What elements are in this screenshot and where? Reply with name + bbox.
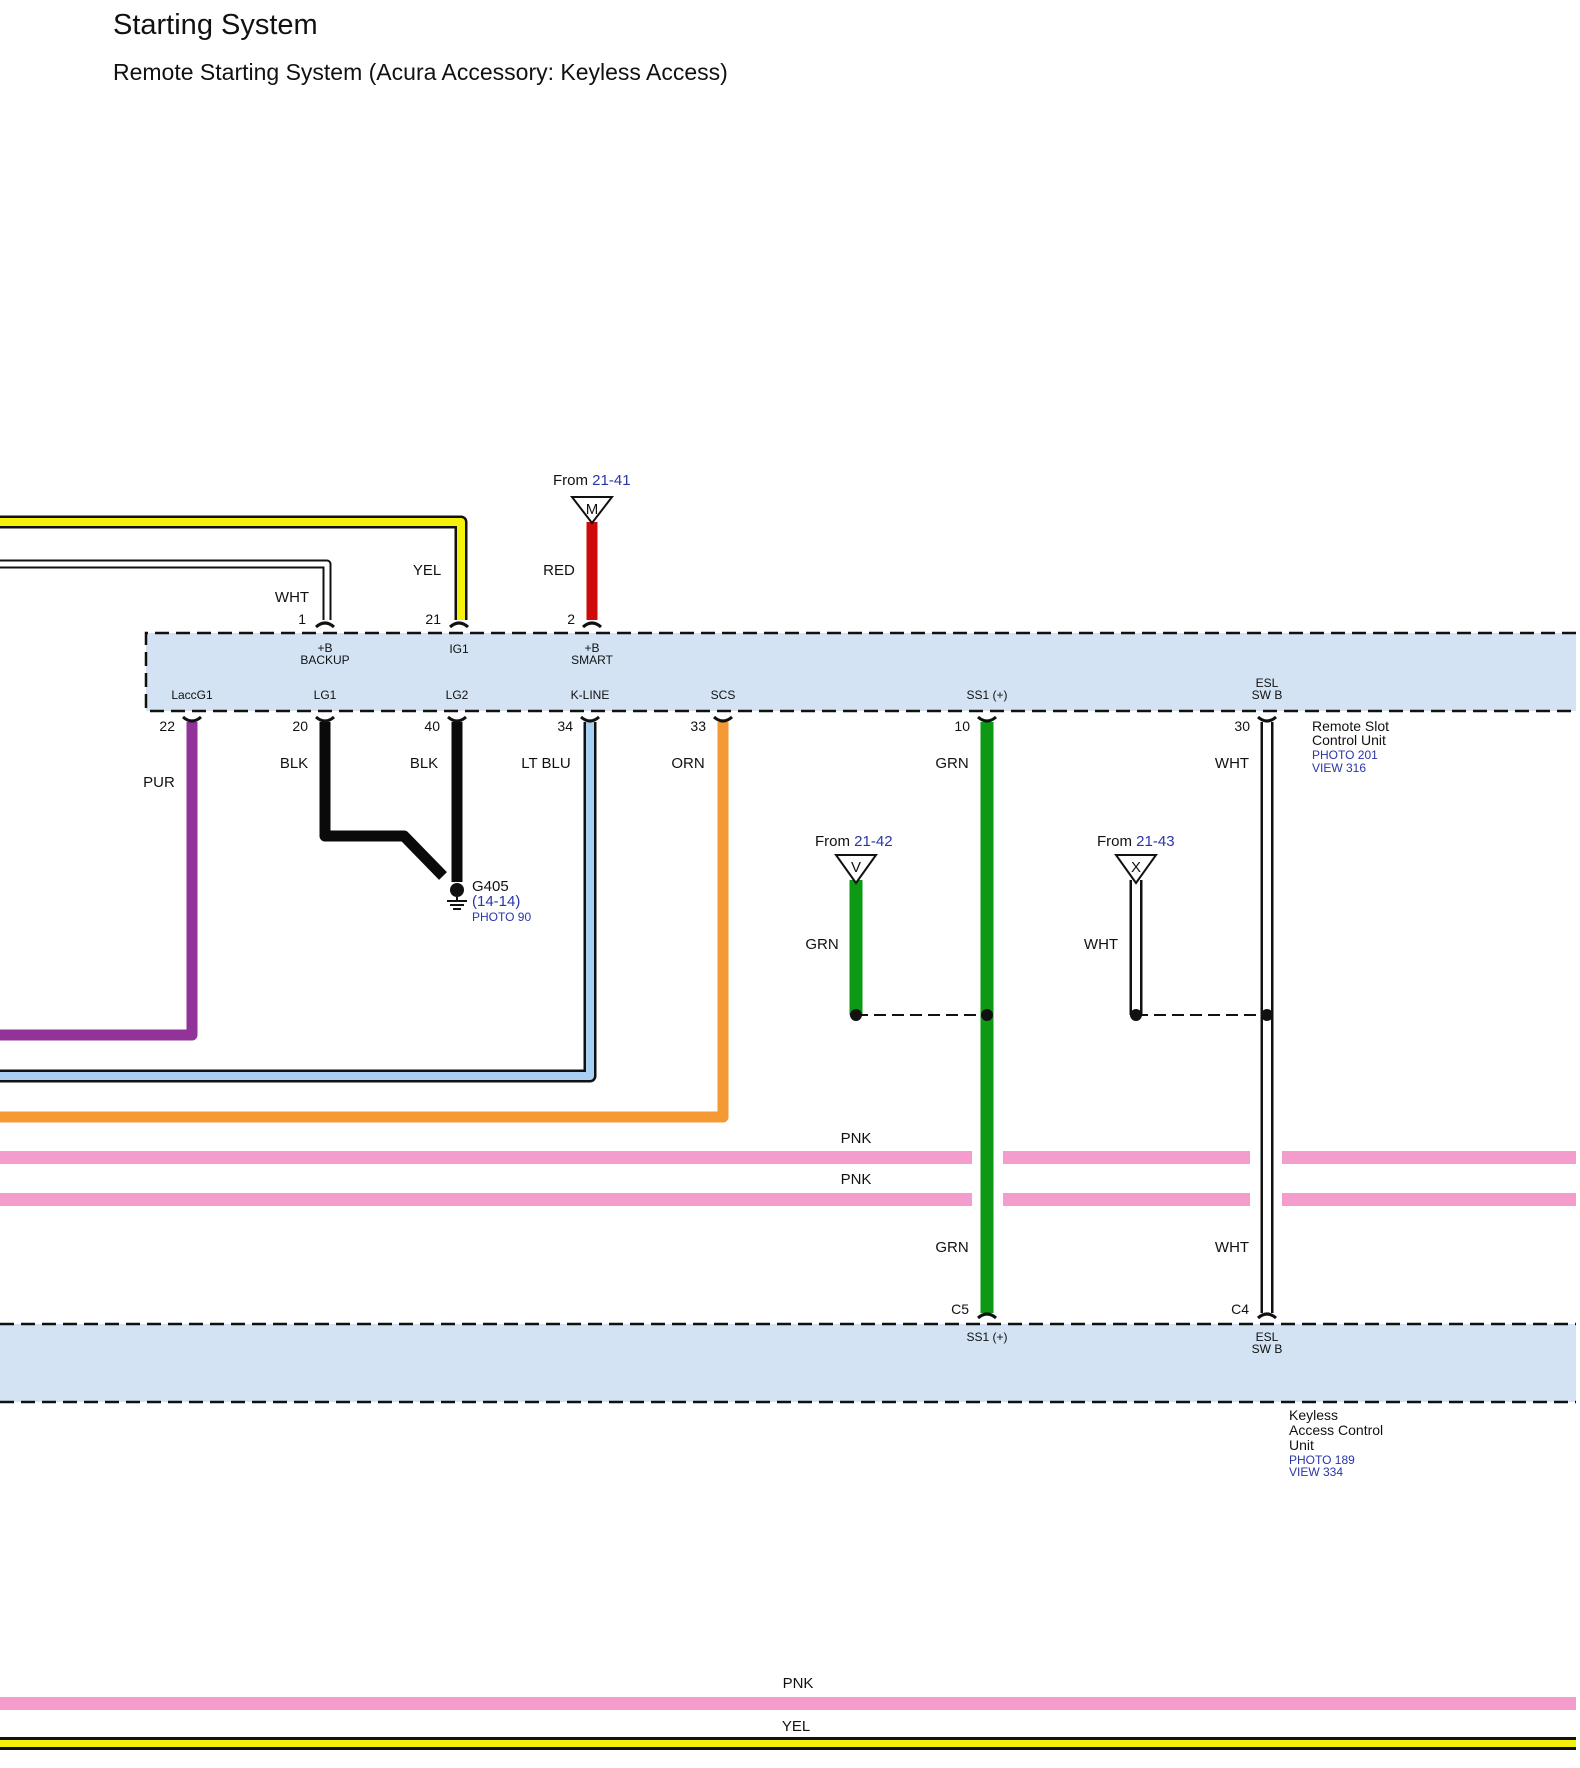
wire-label: WHT [1215, 1239, 1249, 1256]
wire-label: LT BLU [521, 755, 570, 772]
pin-number: 33 [690, 718, 706, 734]
remote-slot-name: Control Unit [1312, 732, 1386, 748]
wire-label: ORN [671, 755, 704, 772]
keyless-photo-ref: PHOTO 189 [1289, 1453, 1355, 1467]
keyless-unit-name: Unit [1289, 1437, 1314, 1453]
wire-label: BLK [280, 755, 308, 772]
connector-v: From 21-42 V [815, 833, 893, 885]
ground-icon [450, 883, 464, 897]
splice-point [1130, 1009, 1142, 1021]
terminal-label: K-LINE [571, 688, 610, 702]
pin-number: 20 [292, 718, 308, 734]
wire-label: GRN [935, 1239, 968, 1256]
connector-m: From 21-41 M [553, 472, 631, 525]
connector-v-from: From 21-42 [815, 833, 893, 850]
wire-orn [0, 722, 729, 1123]
terminal-label: BACKUP [300, 653, 349, 667]
connector-x-letter: X [1131, 859, 1141, 876]
remote-slot-view-ref: VIEW 316 [1312, 761, 1366, 775]
terminal-label: ESL [1256, 676, 1279, 690]
pin-number: C5 [951, 1301, 969, 1317]
wire-label: WHT [1215, 755, 1249, 772]
page-subtitle: Remote Starting System (Acura Accessory:… [113, 59, 728, 85]
terminal-label: SW B [1252, 688, 1283, 702]
keyless-unit-body [0, 1324, 1576, 1402]
wire-pnk-bottom [0, 1697, 1576, 1710]
keyless-unit-name: Access Control [1289, 1422, 1383, 1438]
wire-label: RED [543, 562, 575, 579]
keyless-access-control-unit [0, 1322, 1576, 1404]
terminal-label: LG2 [446, 688, 469, 702]
terminal-label: SCS [711, 688, 736, 702]
connector-x: From 21-43 X [1097, 833, 1175, 885]
wire-pnk-pair [0, 1151, 1576, 1206]
pin-stubs [182, 621, 1277, 1320]
terminal-label: LG1 [314, 688, 337, 702]
pin-number: 34 [557, 718, 573, 734]
pin-number: 30 [1234, 718, 1250, 734]
wire-label: WHT [1084, 936, 1118, 953]
terminal-label: +B [584, 641, 599, 655]
terminal-label: LaccG1 [171, 688, 213, 702]
pin-number: 10 [954, 718, 970, 734]
ground-ref: (14-14) [472, 893, 520, 910]
pin-number: C4 [1231, 1301, 1249, 1317]
wire-label: GRN [805, 936, 838, 953]
ground-photo: PHOTO 90 [472, 910, 531, 924]
keyless-unit-name: Keyless [1289, 1407, 1338, 1423]
ground-name: G405 [472, 878, 509, 895]
connector-x-from: From 21-43 [1097, 833, 1175, 850]
pin-number: 2 [567, 611, 575, 627]
wire-label: GRN [935, 755, 968, 772]
terminal-label: SW B [1252, 1342, 1283, 1356]
terminal-label: +B [317, 641, 332, 655]
terminal-label: SMART [571, 653, 613, 667]
pin-number: 21 [425, 611, 441, 627]
wire-yel-top [0, 515, 468, 620]
splice-point [1261, 1009, 1273, 1021]
wire-wht-top [0, 559, 332, 620]
terminal-label: IG1 [449, 642, 469, 656]
connector-m-from: From 21-41 [553, 472, 631, 489]
pin-number: 40 [424, 718, 440, 734]
remote-slot-name: Remote Slot [1312, 718, 1389, 734]
wire-label: YEL [782, 1718, 810, 1735]
wire-lt-blu [0, 722, 597, 1083]
remote-slot-unit-outline [144, 631, 1576, 713]
terminal-label: SS1 (+) [966, 688, 1007, 702]
remote-slot-photo-ref: PHOTO 201 [1312, 748, 1378, 762]
keyless-view-ref: VIEW 334 [1289, 1465, 1343, 1479]
ground-g405: G405 (14-14) PHOTO 90 [447, 878, 531, 924]
splice-point [850, 1009, 862, 1021]
page-title: Starting System [113, 9, 318, 41]
connector-m-letter: M [586, 501, 599, 518]
wire-label: BLK [410, 755, 438, 772]
wire-label: YEL [413, 562, 441, 579]
terminal-label: SS1 (+) [966, 1330, 1007, 1344]
wire-label: PNK [783, 1675, 814, 1692]
wire-yel-bottom [0, 1737, 1576, 1750]
pin-number: 1 [298, 611, 306, 627]
pin-number: 22 [159, 718, 175, 734]
wire-pur [0, 722, 198, 1041]
wire-label: PNK [841, 1171, 872, 1188]
remote-slot-unit-body [146, 633, 1576, 711]
terminal-label: ESL [1256, 1330, 1279, 1344]
wire-label: WHT [275, 589, 309, 606]
wire-blk-ground [319, 722, 463, 882]
wire-label: PUR [143, 774, 175, 791]
wire-label: PNK [841, 1130, 872, 1147]
remote-slot-control-unit [144, 631, 1576, 713]
connector-v-letter: V [851, 859, 861, 876]
splice-point [981, 1009, 993, 1021]
